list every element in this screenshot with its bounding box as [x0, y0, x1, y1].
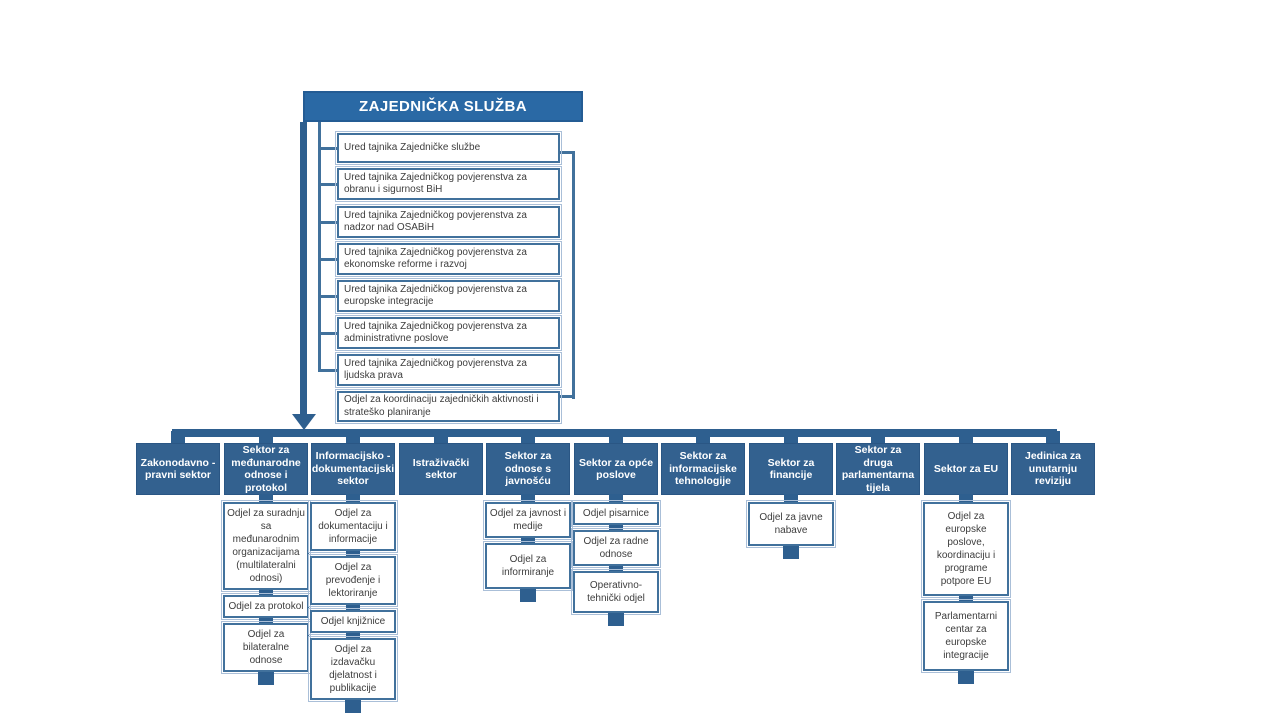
dept-connector [959, 494, 973, 502]
dept-connector [959, 596, 973, 601]
dept-connector [259, 618, 273, 623]
dept-node: Operativno-tehnički odjel [571, 569, 661, 615]
office-node-ekonomske-reforme: Ured tajnika Zajedničkog povjerenstva za… [335, 241, 562, 277]
office-node-obrana-sigurnost: Ured tajnika Zajedničkog povjerenstva za… [335, 166, 562, 202]
office-node-ljudska-prava: Ured tajnika Zajedničkog povjerenstva za… [335, 352, 562, 388]
office-connector [318, 295, 337, 298]
dept-connector [783, 546, 799, 559]
offices-rail-line [318, 122, 321, 371]
dept-connector [608, 613, 624, 626]
dept-node: Odjel za javne nabave [746, 500, 836, 548]
dept-connector [346, 551, 360, 556]
dept-node: Odjel za suradnju sa međunarodnim organi… [221, 500, 311, 592]
dept-connector [345, 700, 361, 713]
sector-node-opci-poslovi: Sektor za opće poslove [574, 443, 658, 495]
dept-node: Odjel knjižnice [308, 608, 398, 635]
dept-node: Odjel za javnost i medije [483, 500, 573, 540]
dept-connector [259, 590, 273, 595]
dept-connector [521, 494, 535, 502]
sector-connector [521, 431, 535, 445]
office-node-tajnik-sluzbe: Ured tajnika Zajedničke službe [335, 131, 562, 165]
dept-connector [958, 671, 974, 684]
office-connector [318, 332, 337, 335]
office-node-europske-integracije: Ured tajnika Zajedničkog povjerenstva za… [335, 278, 562, 314]
sector-connector [959, 431, 973, 445]
dept-connector [346, 633, 360, 638]
sector-connector [171, 431, 185, 445]
dept-node: Odjel za prevođenje i lektoriranje [308, 554, 398, 607]
sector-node-financije: Sektor za financije [749, 443, 833, 495]
sector-connector [609, 431, 623, 445]
dept-connector [521, 538, 535, 543]
dept-column-opci-poslovi: Odjel pisarnice Odjel za radne odnose Op… [571, 494, 661, 626]
office-connector [318, 369, 337, 372]
dept-connector [520, 589, 536, 602]
dept-connector [784, 494, 798, 502]
bracket-line [559, 395, 575, 398]
dept-node: Odjel za bilateralne odnose [221, 621, 311, 674]
office-node-administrativni-poslovi: Ured tajnika Zajedničkog povjerenstva za… [335, 315, 562, 351]
sector-node-odnosi-s-javnoscu: Sektor za odnose s javnošću [486, 443, 570, 495]
dept-column-odnosi-s-javnoscu: Odjel za javnost i medije Odjel za infor… [483, 494, 573, 602]
dept-connector [258, 672, 274, 685]
dept-node: Odjel za izdavačku djelatnost i publikac… [308, 636, 398, 702]
office-connector [318, 147, 337, 150]
dept-connector [346, 494, 360, 502]
dept-node: Odjel za protokol [221, 593, 311, 620]
sector-node-informacijsko-dokumentacijski: Informacijsko - dokumentacijski sektor [311, 443, 395, 495]
office-node-nadzor-osabih: Ured tajnika Zajedničkog povjerenstva za… [335, 204, 562, 240]
dept-connector [609, 566, 623, 571]
dept-column-informacijsko-dokumentacijski: Odjel za dokumentaciju i informacije Odj… [308, 494, 398, 713]
bracket-line [572, 151, 575, 399]
bracket-line [559, 151, 575, 154]
sector-connector [784, 431, 798, 445]
down-arrow-icon [292, 414, 316, 430]
sector-node-zakonodavno-pravni: Zakonodavno - pravni sektor [136, 443, 220, 495]
sector-node-eu: Sektor za EU [924, 443, 1008, 495]
dept-node: Odjel za informiranje [483, 541, 573, 591]
dept-node: Odjel pisarnice [571, 500, 661, 527]
dept-node: Parlamentarni centar za europske integra… [921, 599, 1011, 673]
sector-connector [1046, 431, 1060, 445]
dept-node: Odjel za radne odnose [571, 528, 661, 568]
sector-connector [434, 431, 448, 445]
dept-column-financije: Odjel za javne nabave [746, 494, 836, 559]
trunk-line [300, 122, 307, 416]
sector-node-parlamentarna-tijela: Sektor za druga parlamentarna tijela [836, 443, 920, 495]
dept-column-medjunarodni-odnosi: Odjel za suradnju sa međunarodnim organi… [221, 494, 311, 685]
dept-connector [609, 494, 623, 502]
sector-connector [259, 431, 273, 445]
office-connector [318, 183, 337, 186]
office-connector [318, 221, 337, 224]
sector-node-unutarnja-revizija: Jedinica za unutarnju reviziju [1011, 443, 1095, 495]
dept-node: Odjel za dokumentaciju i informacije [308, 500, 398, 553]
dept-connector [346, 605, 360, 610]
root-node: ZAJEDNIČKA SLUŽBA [303, 91, 583, 122]
sector-node-informacijske-tehnologije: Sektor za informacijske tehnologije [661, 443, 745, 495]
sector-connector [346, 431, 360, 445]
sector-connector [696, 431, 710, 445]
sector-node-medjunarodni-odnosi: Sektor za međunarodne odnose i protokol [224, 443, 308, 495]
dept-connector [609, 525, 623, 530]
sector-node-istrazivacki: Istraživački sektor [399, 443, 483, 495]
office-node-koordinacija: Odjel za koordinaciju zajedničkih aktivn… [335, 389, 562, 424]
dept-node: Odjel za europske poslove, koordinaciju … [921, 500, 1011, 598]
dept-column-eu: Odjel za europske poslove, koordinaciju … [921, 494, 1011, 684]
office-connector [318, 258, 337, 261]
dept-connector [259, 494, 273, 502]
sector-connector [871, 431, 885, 445]
